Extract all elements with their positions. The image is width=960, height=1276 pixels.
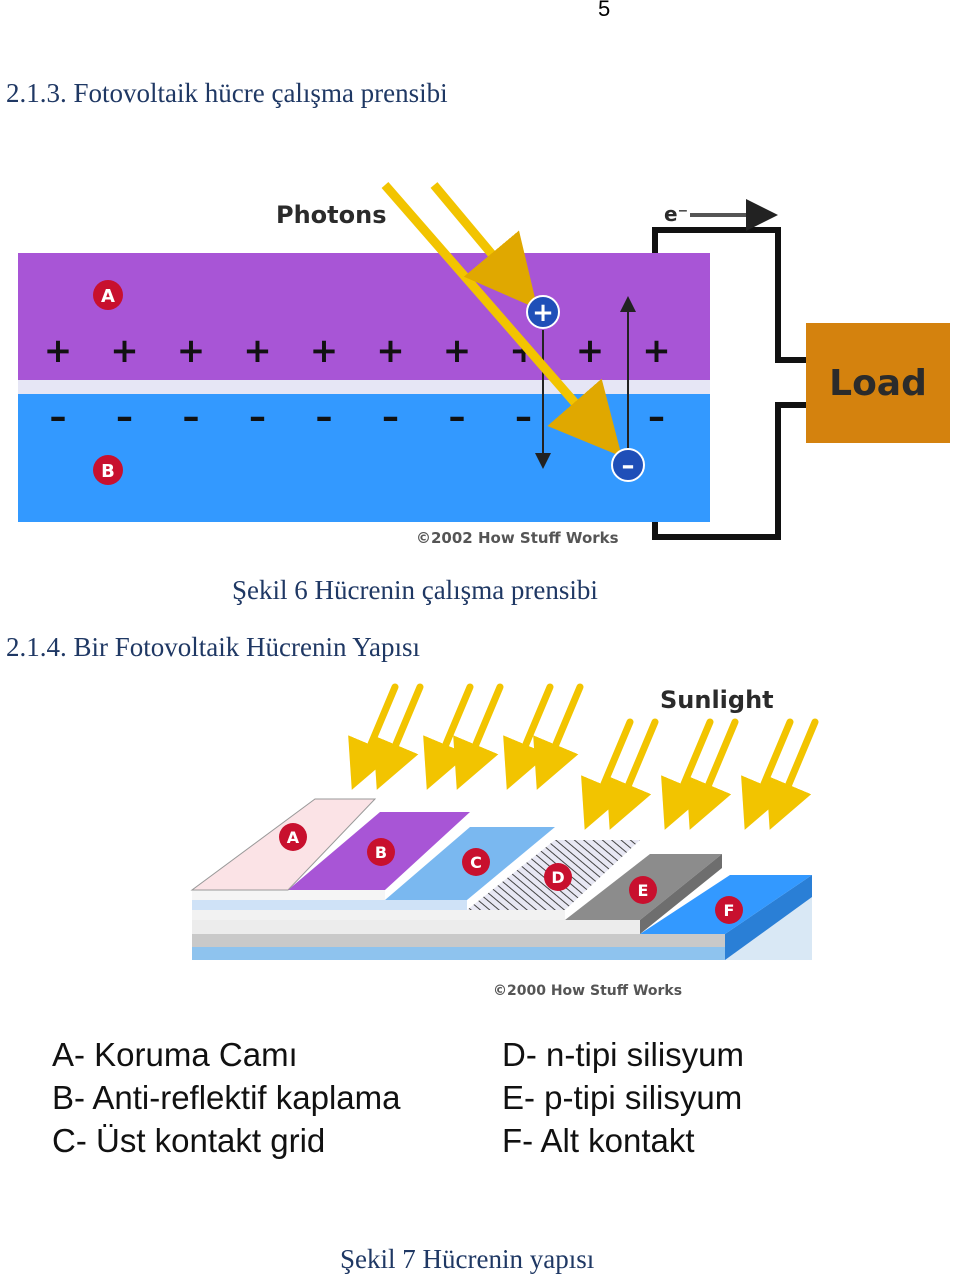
sun-ray <box>581 718 634 830</box>
minus-charge: – <box>183 397 200 437</box>
sun-ray <box>533 683 584 790</box>
minus-charge: – <box>116 397 133 437</box>
minus-charge: – <box>449 397 466 437</box>
layer-badge-a <box>279 823 307 851</box>
figure-6-caption: Şekil 6 Hücrenin çalışma prensibi <box>232 575 598 605</box>
load-box <box>806 323 950 443</box>
n-type-side <box>192 920 640 934</box>
minus-charge: – <box>50 397 67 437</box>
circuit-wire-bottom <box>652 402 808 540</box>
layer-f-front <box>725 875 812 960</box>
badge-a-label: A <box>101 286 115 307</box>
photon-ray-2 <box>430 182 538 309</box>
sunlight-rays <box>348 683 819 830</box>
minus-charge: – <box>515 397 532 437</box>
minus-charge: – <box>648 397 665 437</box>
layer-badge-label-c: C <box>470 853 482 872</box>
circuit-wire-top <box>652 227 808 363</box>
section-heading-2-1-4: 2.1.4. Bir Fotovoltaik Hücrenin Yapısı <box>6 632 421 662</box>
glass-side <box>192 890 385 900</box>
layer-badge-label-a: A <box>287 828 300 847</box>
sun-ray <box>606 718 659 830</box>
legend-item-d: D- n-tipi silisyum <box>502 1036 745 1073</box>
photons-label: Photons <box>276 201 387 229</box>
electron-symbol: – <box>622 451 635 481</box>
layer-badge-f <box>715 896 743 924</box>
figure-7-credit: ©2000 How Stuff Works <box>493 983 682 999</box>
plus-charge: + <box>376 331 405 371</box>
figure-7-caption: Şekil 7 Hücrenin yapısı <box>340 1244 595 1274</box>
plus-charge: + <box>110 331 139 371</box>
contact-side <box>192 900 467 910</box>
badge-b <box>93 455 123 485</box>
legend-right: D- n-tipi silisyum E- p-tipi silisyum F-… <box>502 1033 744 1162</box>
minus-charge: – <box>316 397 333 437</box>
sun-ray <box>348 683 399 790</box>
electron-particle <box>611 448 645 482</box>
photon-ray-1 <box>381 182 622 457</box>
badge-a <box>93 280 123 310</box>
layer-e-front <box>640 854 722 934</box>
sun-ray <box>423 683 474 790</box>
plus-charge: + <box>576 331 605 371</box>
plus-charge: + <box>642 331 671 371</box>
plus-charge: + <box>44 331 73 371</box>
load-label: Load <box>829 363 927 404</box>
legend-item-f: F- Alt kontakt <box>502 1122 695 1159</box>
layer-badge-e <box>629 876 657 904</box>
layer-badge-d <box>544 863 572 891</box>
layer-badges: A B C D E F <box>279 823 743 924</box>
legend-item-e: E- p-tipi silisyum <box>502 1079 743 1116</box>
figure-6-working-principle: Photons e⁻ Load A B ++++++++++ –––––––––… <box>18 182 950 547</box>
plus-charge: + <box>243 331 272 371</box>
layer-badge-label-f: F <box>724 901 735 920</box>
plus-charge: + <box>177 331 206 371</box>
sunlight-label: Sunlight <box>660 686 774 714</box>
layer-badge-c <box>462 848 490 876</box>
hole-particle <box>526 295 560 329</box>
sun-ray <box>373 683 424 790</box>
sun-ray <box>741 718 794 830</box>
hole-symbol: + <box>532 298 554 328</box>
sun-ray <box>766 718 819 830</box>
legend-left: A- Koruma Camı B- Anti-reflektif kaplama… <box>52 1033 400 1162</box>
legend-item-c: C- Üst kontakt grid <box>52 1122 326 1159</box>
sun-ray <box>503 683 554 790</box>
p-type-side <box>192 934 725 947</box>
legend-item-a: A- Koruma Camı <box>52 1036 298 1073</box>
layer-badge-b <box>367 838 395 866</box>
sun-ray <box>453 683 504 790</box>
plus-charge: + <box>443 331 472 371</box>
layer-badge-label-d: D <box>551 868 564 887</box>
badge-b-label: B <box>101 461 115 482</box>
minus-charge: – <box>249 397 266 437</box>
figure-6-credit: ©2002 How Stuff Works <box>416 529 619 547</box>
page-number: 5 <box>598 0 611 21</box>
bottom-contact-side <box>192 947 725 960</box>
electron-label: e⁻ <box>664 202 688 226</box>
figure-7-cell-structure: Sunlight A B C D E F ©2000 How Stuff Works <box>190 683 819 999</box>
section-heading-2-1-3: 2.1.3. Fotovoltaik hücre çalışma prensib… <box>6 78 448 108</box>
plus-charge: + <box>310 331 339 371</box>
legend-item-b: B- Anti-reflektif kaplama <box>52 1079 401 1116</box>
minus-charge: – <box>382 397 399 437</box>
sun-ray <box>661 718 714 830</box>
layer-badge-label-e: E <box>638 881 649 900</box>
p-layer <box>18 253 710 380</box>
grid-side <box>192 910 565 920</box>
sun-ray <box>686 718 739 830</box>
junction <box>18 380 710 394</box>
layer-badge-label-b: B <box>375 843 387 862</box>
